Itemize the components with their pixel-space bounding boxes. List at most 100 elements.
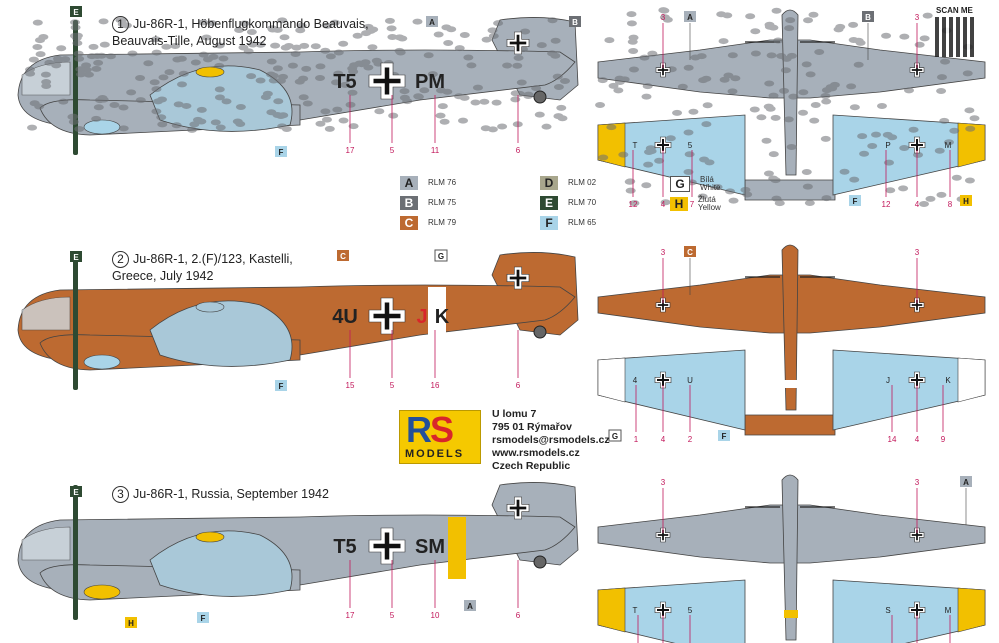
mottle-spot (936, 191, 947, 198)
tail-wheel (533, 555, 547, 569)
mottle-spot (176, 55, 187, 62)
mottle-spot (221, 98, 232, 105)
side-color-box: B (572, 18, 578, 27)
mottle-spot (68, 118, 79, 125)
mottle-spot (849, 104, 860, 111)
fuselage-balkenkreuz (368, 527, 406, 565)
legend-label: RLM 02 (568, 178, 597, 187)
mottle-spot (156, 114, 167, 121)
qr-code[interactable] (935, 17, 975, 57)
mottle-spot (91, 65, 102, 72)
mottle-spot (855, 39, 866, 46)
mottle-spot (702, 102, 713, 109)
scheme-number: 2 (112, 251, 129, 268)
mottle-spot (58, 98, 69, 105)
mottle-spot (550, 37, 561, 44)
scheme-number: 1 (112, 16, 129, 33)
side-color-box-box (70, 6, 82, 17)
mottle-spot (88, 43, 99, 50)
mottle-spot (151, 108, 162, 115)
callout-number: 12 (629, 200, 638, 209)
code-left: 4U (332, 306, 358, 328)
mottle-spot (613, 87, 624, 94)
cross-bar (662, 529, 664, 541)
mottle-spot (798, 89, 809, 96)
mottle-spot (853, 61, 864, 68)
mottle-spot (788, 93, 799, 100)
callout-number: 1 (634, 435, 639, 444)
side-color-box: E (73, 488, 79, 497)
mottle-spot (712, 183, 723, 190)
mottle-spot (201, 34, 212, 41)
legend-label: RLM 76 (428, 178, 457, 187)
mottle-spot (279, 34, 290, 41)
mottle-spot (363, 64, 374, 71)
mottle-spot (839, 168, 850, 175)
mottle-spot (919, 35, 930, 42)
mottle-spot (75, 71, 86, 78)
mottle-spot (951, 174, 962, 181)
mottle-spot (427, 71, 438, 78)
mottle-spot (728, 197, 739, 204)
mottle-spot (386, 25, 397, 32)
callout-number: 10 (431, 611, 440, 620)
mottle-spot (367, 44, 378, 51)
mottle-spot (598, 154, 609, 161)
mottle-spot (964, 177, 975, 184)
top-color-box: B (865, 13, 871, 22)
top-color-box: A (687, 13, 693, 22)
fuselage-band (428, 287, 446, 349)
under-color-box: F (853, 197, 858, 206)
mottle-spot (255, 77, 266, 84)
tail-marking (506, 266, 530, 290)
mottle-camouflage (595, 7, 980, 207)
mottle-spot (556, 104, 567, 111)
mottle-spot (934, 147, 945, 154)
mottle-spot (520, 28, 531, 35)
mottle-spot (310, 43, 321, 50)
color-swatch: B (400, 196, 418, 210)
top-color-box-box (684, 11, 696, 22)
color-swatch: E (540, 196, 558, 210)
mottle-spot (340, 81, 351, 88)
under-cross (654, 136, 672, 154)
mottle-spot (684, 151, 695, 158)
mottle-spot (338, 117, 349, 124)
mottle-spot (40, 71, 51, 78)
mottle-spot (606, 124, 617, 131)
fuselage-band (784, 610, 798, 618)
color-swatch: G (670, 176, 690, 192)
mottle-spot (497, 123, 508, 130)
mottle-spot (93, 59, 104, 66)
mottle-spot (849, 176, 860, 183)
mottle-spot (97, 94, 108, 101)
mottle-spot (41, 79, 52, 86)
wing-tip-left (597, 357, 626, 403)
mottle-spot (238, 44, 249, 51)
cross-bar (916, 299, 918, 311)
mottle-spot (157, 121, 168, 128)
mottle-spot (164, 69, 175, 76)
engine-cowling (83, 119, 121, 135)
wing-cross (909, 527, 925, 543)
mottle-spot (641, 182, 652, 189)
mottle-spot (922, 12, 933, 19)
mottle-spot (439, 118, 450, 125)
mottle-spot (454, 45, 465, 52)
mottle-spot (770, 114, 781, 121)
mottle-spot (320, 47, 331, 54)
website-link[interactable]: www.rsmodels.cz (492, 447, 580, 459)
side-view-1 (17, 17, 579, 155)
mottle-spot (628, 34, 639, 41)
color-swatch: H (670, 197, 688, 211)
mottle-spot (338, 40, 349, 47)
mottle-spot (780, 67, 791, 74)
mottle-spot (665, 135, 676, 142)
mottle-spot (487, 27, 498, 34)
legend-label: RLM 79 (428, 218, 457, 227)
mottle-spot (781, 55, 792, 62)
email-link[interactable]: rsmodels@rsmodels.cz (492, 434, 610, 446)
mottle-spot (387, 33, 398, 40)
side-color-box: F (201, 614, 206, 623)
